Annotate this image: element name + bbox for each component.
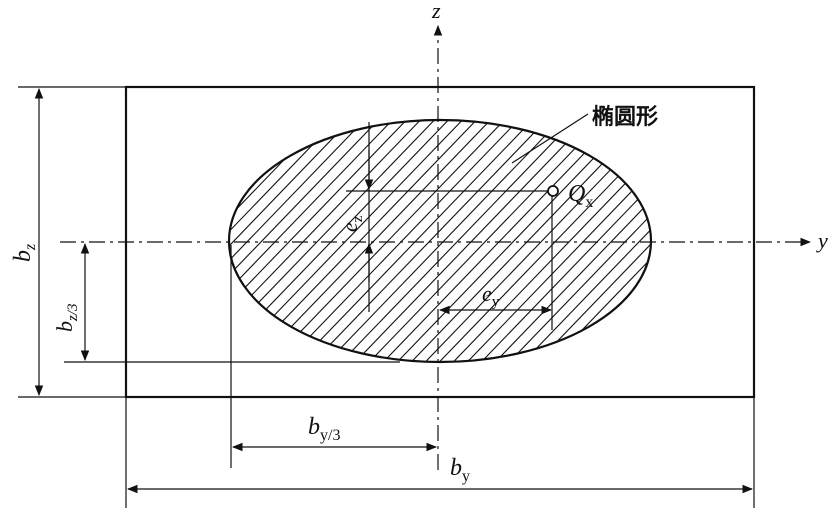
- hatch-line: [589, 120, 651, 362]
- y-axis-label: y: [816, 228, 828, 253]
- ez-label: ez: [337, 215, 366, 232]
- hatch-line: [435, 120, 651, 362]
- load-point-q: [547, 185, 559, 197]
- ellipse-outline: [227, 118, 653, 364]
- hatch-line: [229, 120, 445, 362]
- z-axis-label: z: [431, 0, 441, 23]
- hatch-line: [323, 120, 585, 362]
- hatch-line: [229, 120, 431, 362]
- hatch-line: [229, 120, 333, 362]
- ellipse-label: 椭圆形: [592, 105, 658, 130]
- hatch-line: [267, 120, 529, 362]
- hatch-line: [463, 120, 651, 362]
- bz-label: bz: [10, 243, 39, 262]
- hatch-line: [603, 120, 651, 362]
- hatch-line: [645, 120, 651, 362]
- hatch-line: [229, 120, 305, 362]
- hatch-line: [295, 120, 557, 362]
- hatch-line: [547, 120, 651, 362]
- hatch-line: [631, 120, 651, 362]
- by-label: by: [450, 455, 470, 485]
- load-point-q-label: Qx: [568, 181, 593, 211]
- hatch-line: [337, 120, 599, 362]
- ey-label: ey: [482, 281, 500, 310]
- hatch-line: [229, 120, 263, 362]
- hatch-line: [561, 120, 651, 362]
- hatch-line: [229, 120, 291, 362]
- hatch-line: [351, 120, 613, 362]
- hatch-line: [491, 120, 651, 362]
- hatch-line: [477, 120, 651, 362]
- bz3-label: bz/3: [52, 303, 81, 332]
- hatch-line: [505, 120, 651, 362]
- hatch-line: [281, 120, 543, 362]
- hatch-line: [575, 120, 651, 362]
- hatch-line: [229, 120, 347, 362]
- hatch-line: [229, 120, 375, 362]
- hatch-line: [229, 120, 389, 362]
- hatch-line: [365, 120, 627, 362]
- hatch-line: [229, 120, 319, 362]
- hatch-line: [449, 120, 651, 362]
- hatch-line: [229, 120, 417, 362]
- ellipse-leader: [511, 113, 589, 164]
- hatch-line: [660, 110, 838, 380]
- hatch-line: [229, 120, 277, 362]
- by3-label: by/3: [308, 414, 340, 444]
- hatch-line: [229, 120, 403, 362]
- hatch-line: [309, 120, 571, 362]
